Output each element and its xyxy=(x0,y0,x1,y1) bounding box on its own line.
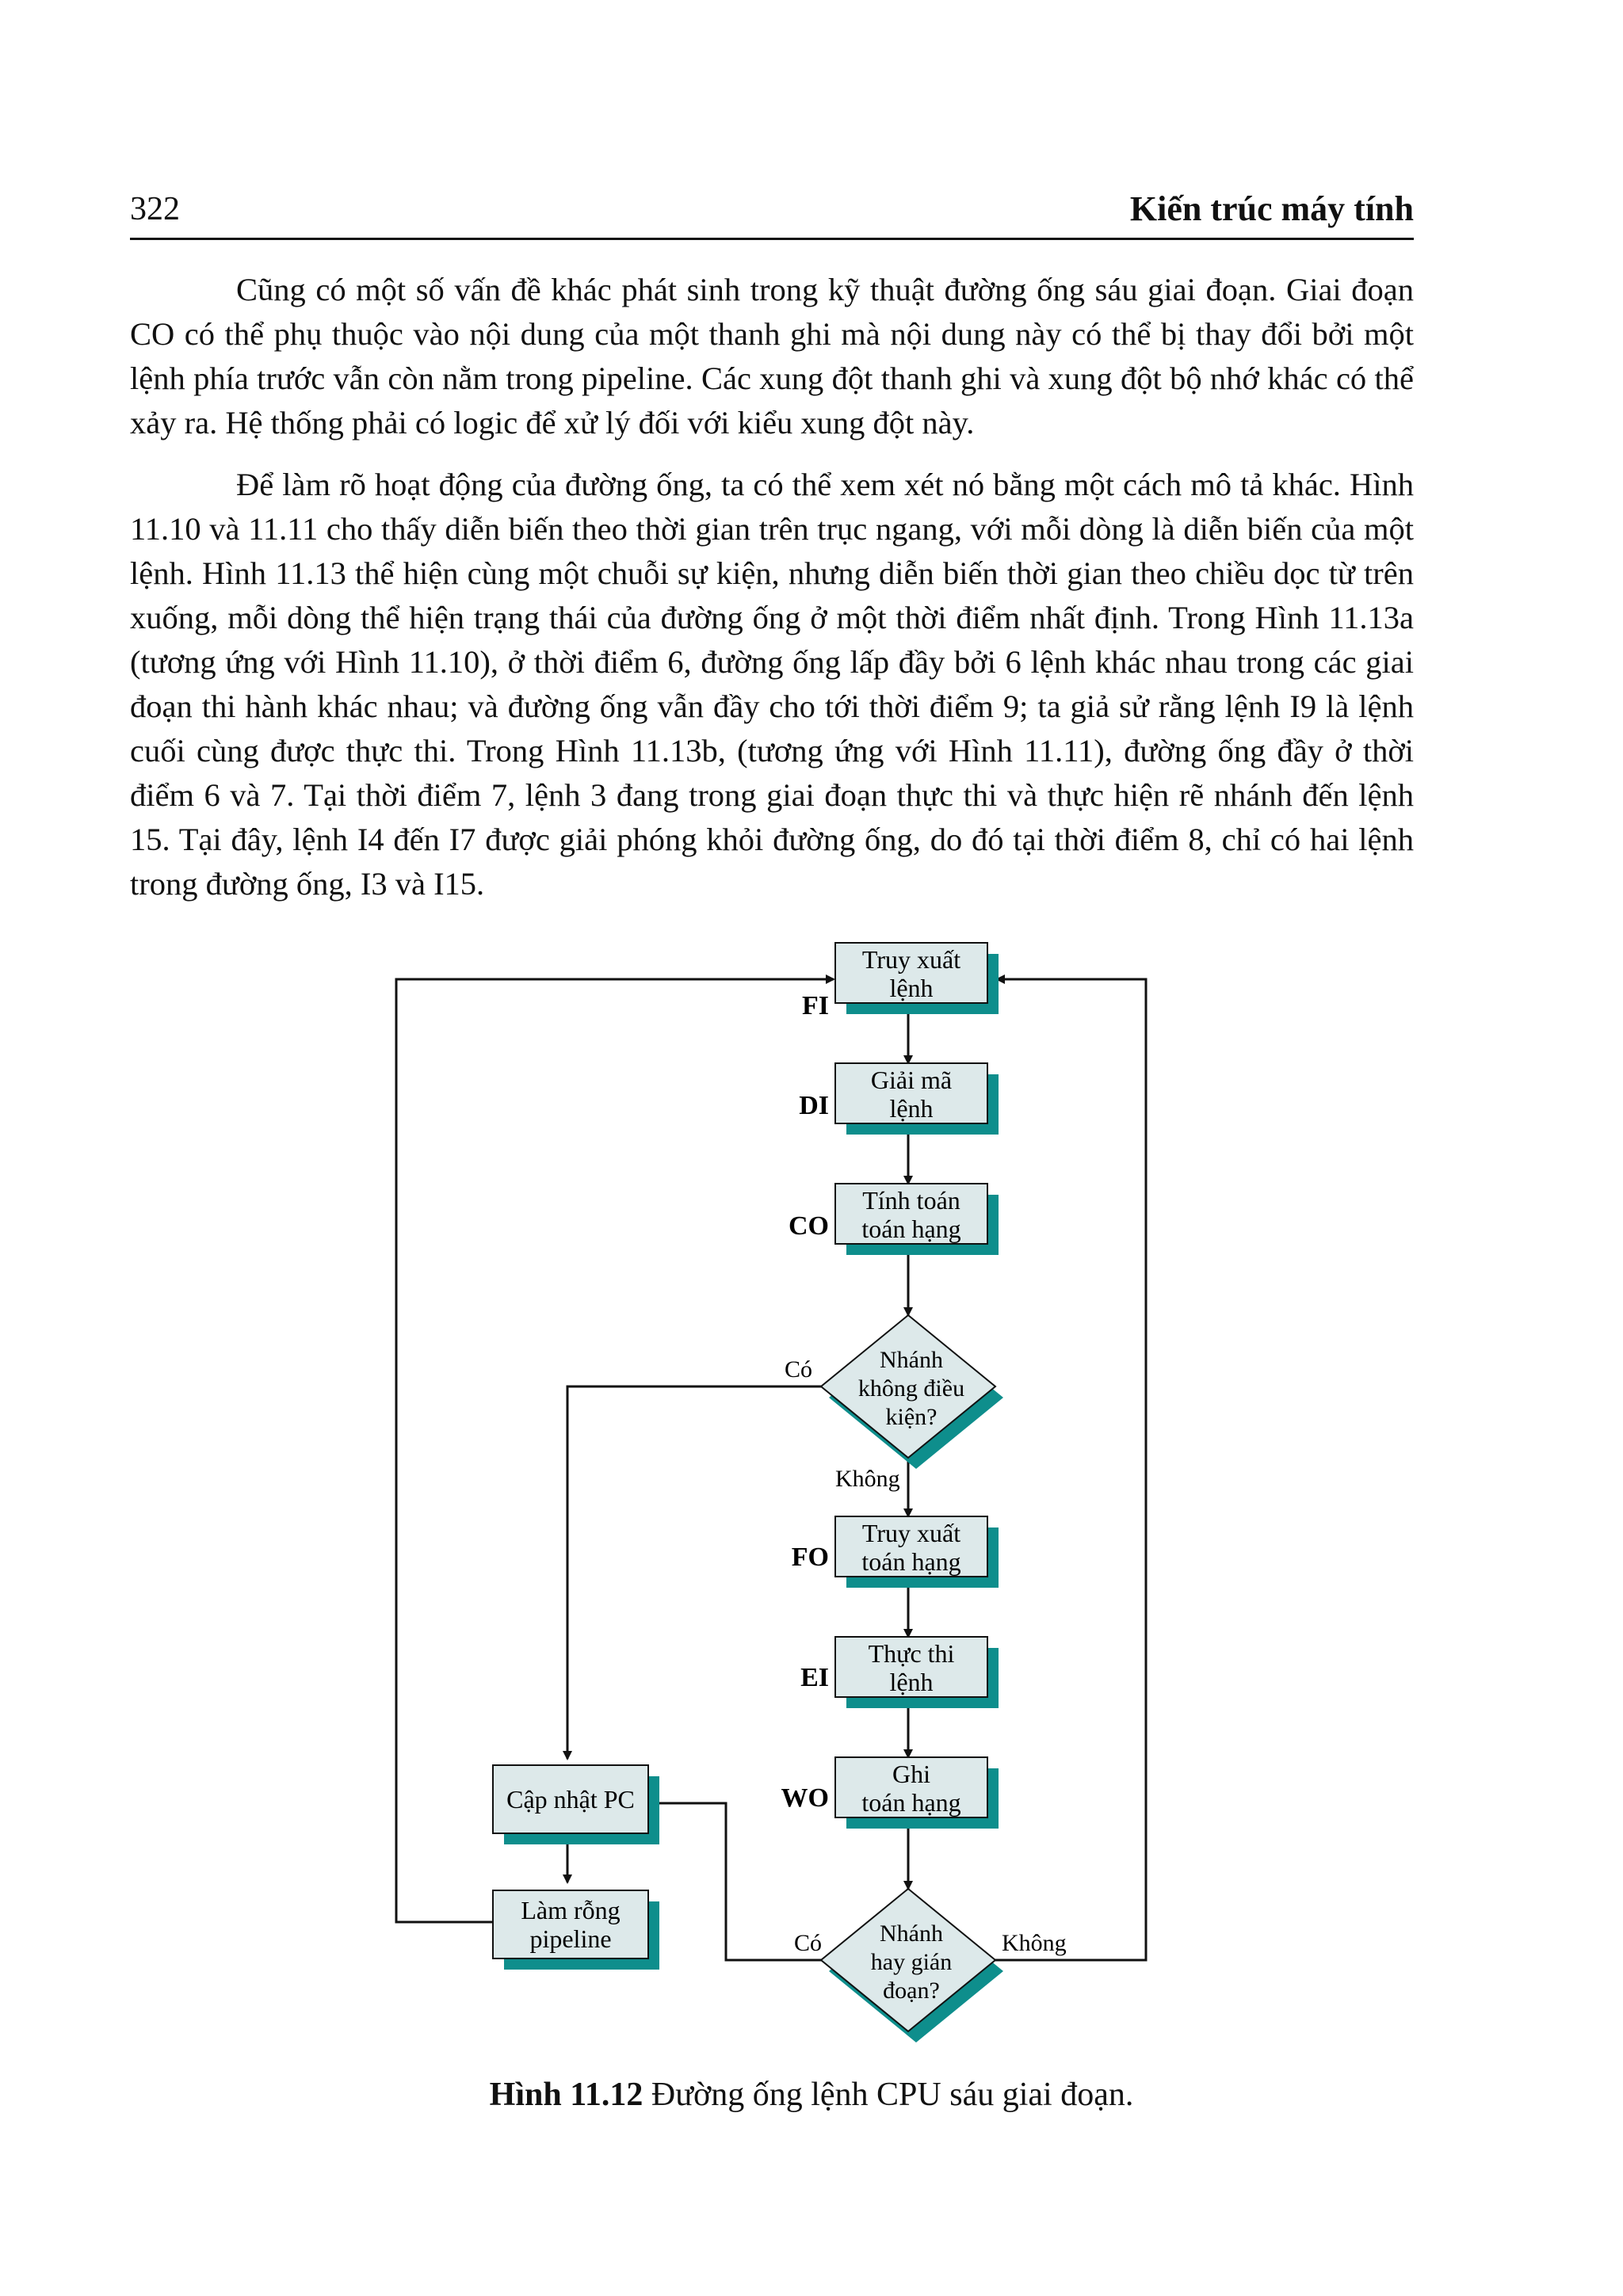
stage-di-line2: lệnh xyxy=(889,1094,933,1123)
branch-no-label: Không xyxy=(835,1466,900,1492)
branch-yes-label: Có xyxy=(785,1356,812,1383)
stage-di-label: DI xyxy=(799,1091,829,1120)
running-title: Kiến trúc máy tính xyxy=(1129,189,1414,228)
stage-wo-label: WO xyxy=(781,1783,829,1813)
interrupt-line2: hay gián xyxy=(871,1949,952,1975)
paragraph-1: Cũng có một số vấn đề khác phát sinh tro… xyxy=(130,272,1414,441)
stage-di-box: Giải mã lệnh xyxy=(834,1062,999,1135)
stage-co-label: CO xyxy=(789,1211,829,1241)
stage-fi-line1: Truy xuất xyxy=(862,945,960,974)
caption-text: Đường ống lệnh CPU sáu giai đoạn. xyxy=(643,2077,1134,2113)
interrupt-yes-label: Có xyxy=(794,1930,822,1956)
page-number: 322 xyxy=(130,191,180,227)
figure-caption: Hình 11.12 Đường ống lệnh CPU sáu giai đ… xyxy=(0,2073,1623,2117)
stage-fo-label: FO xyxy=(792,1543,829,1572)
header-rule xyxy=(130,238,1414,240)
update-pc-box: Cập nhật PC xyxy=(492,1764,659,1844)
body-text: Cũng có một số vấn đề khác phát sinh tro… xyxy=(130,268,1414,924)
stage-fo-box: Truy xuất toán hạng xyxy=(834,1516,999,1588)
flush-line1: Làm rỗng xyxy=(521,1896,620,1924)
flush-line2: pipeline xyxy=(529,1924,611,1953)
decision-branch-or-interrupt: Nhánh hay gián đoạn? xyxy=(819,1887,1003,2042)
stage-co-line1: Tính toán xyxy=(862,1186,960,1215)
branch-line3: kiện? xyxy=(886,1404,938,1430)
branch-line2: không điều xyxy=(858,1375,964,1402)
arrow-flush-to-fi xyxy=(395,974,835,1924)
pipeline-flowchart-figure: Truy xuất lệnh FI Giải mã lệnh DI Tính t… xyxy=(0,927,1623,2139)
stage-di-line1: Giải mã xyxy=(871,1066,952,1094)
stage-ei-line1: Thực thi xyxy=(869,1639,955,1668)
flush-pipeline-box: Làm rỗng pipeline xyxy=(492,1890,659,1970)
decision-unconditional-branch: Nhánh không điều kiện? xyxy=(819,1314,1003,1469)
stage-fi-label: FI xyxy=(802,991,829,1020)
stage-ei-label: EI xyxy=(800,1663,829,1692)
paragraph-2: Để làm rõ hoạt động của đường ống, ta có… xyxy=(130,467,1414,902)
caption-label: Hình 11.12 xyxy=(489,2077,643,2113)
stage-wo-box: Ghi toán hạng xyxy=(834,1756,999,1829)
arrow-branch-yes-to-update-pc xyxy=(563,1385,837,1760)
flowchart: Truy xuất lệnh FI Giải mã lệnh DI Tính t… xyxy=(395,942,1148,2042)
interrupt-line1: Nhánh xyxy=(880,1920,943,1947)
interrupt-no-label: Không xyxy=(1002,1930,1067,1956)
branch-line1: Nhánh xyxy=(880,1347,943,1373)
stage-fi-line2: lệnh xyxy=(889,974,933,1002)
stage-wo-line1: Ghi xyxy=(892,1760,930,1788)
stage-fi-box: Truy xuất lệnh xyxy=(834,942,999,1014)
stage-fo-line1: Truy xuất xyxy=(862,1519,960,1547)
stage-wo-line2: toán hạng xyxy=(861,1788,960,1817)
stage-co-line2: toán hạng xyxy=(861,1215,960,1243)
stage-co-box: Tính toán toán hạng xyxy=(834,1183,999,1255)
stage-fo-line2: toán hạng xyxy=(861,1547,960,1576)
stage-ei-box: Thực thi lệnh xyxy=(834,1636,999,1708)
update-pc-text: Cập nhật PC xyxy=(506,1785,635,1814)
arrow-interrupt-no-to-fi xyxy=(980,974,1148,1962)
arrow-interrupt-yes-to-update-pc xyxy=(650,1798,837,1962)
interrupt-line3: đoạn? xyxy=(883,1978,940,2004)
stage-ei-line2: lệnh xyxy=(889,1668,933,1696)
